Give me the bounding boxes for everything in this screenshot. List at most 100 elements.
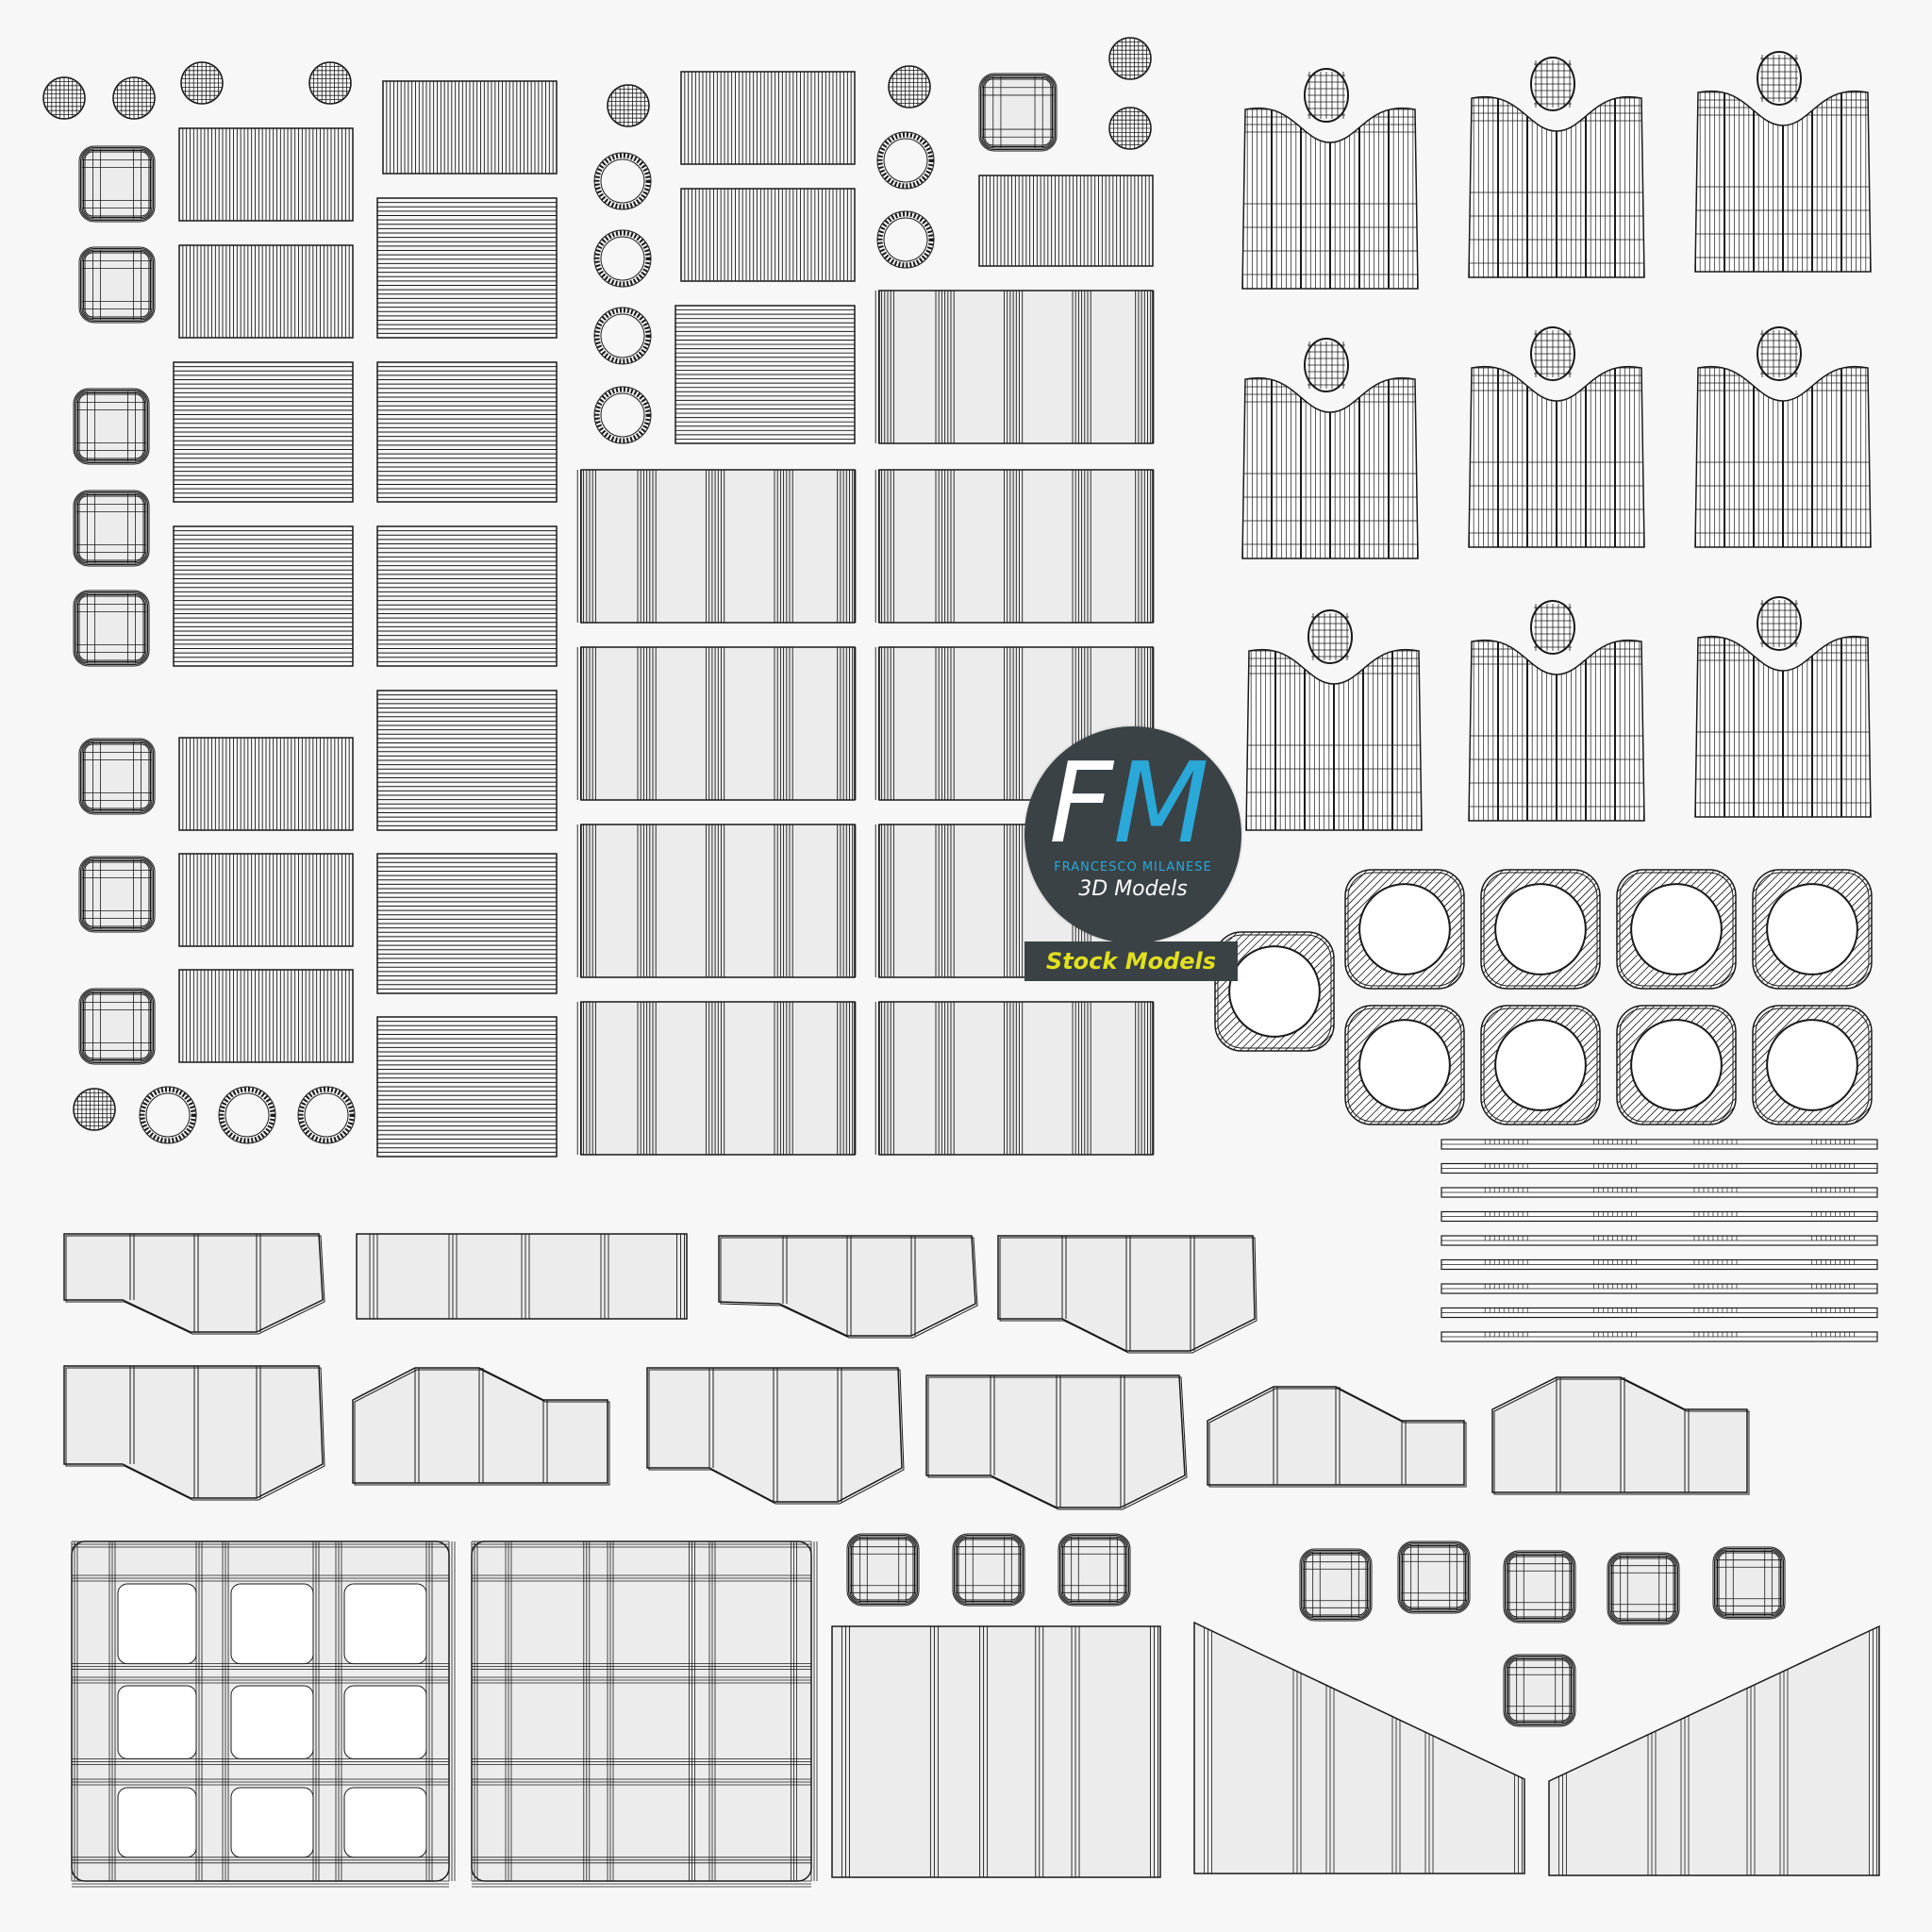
thin-strip-8 [1441, 1307, 1878, 1319]
logo-letter-f: F [1049, 738, 1113, 868]
stock-models-badge: Stock Models [1024, 941, 1238, 981]
thin-strip-2 [1441, 1162, 1878, 1174]
cloak-1 [1241, 68, 1419, 290]
sphere-5 [73, 1088, 116, 1131]
stripe-panel-v-7 [680, 71, 856, 165]
band-panel-a-3 [576, 824, 857, 978]
rounded-box-7 [78, 856, 156, 933]
stripe-panel-h-1 [173, 361, 354, 503]
stripe-panel-v-3 [178, 737, 354, 831]
rounded-box-1 [78, 145, 156, 223]
logo-subtitle: 3D Models [1078, 877, 1188, 901]
rounded-box-8 [78, 988, 156, 1065]
thin-strip-9 [1441, 1331, 1878, 1342]
cloak-3 [1694, 51, 1872, 273]
stripe-panel-v-6 [382, 80, 558, 175]
thin-strip-4 [1441, 1210, 1878, 1223]
hatched-ring-top-3 [1616, 869, 1737, 990]
bevel-panel-3 [997, 1235, 1257, 1354]
bevel-panel-9 [1491, 1376, 1750, 1495]
bevel-panel-4 [63, 1365, 325, 1501]
rounded-box-5 [73, 590, 150, 667]
ring-1 [139, 1086, 197, 1144]
sphere-3 [180, 61, 224, 105]
small-box-b-2 [1397, 1541, 1471, 1614]
stripe-panel-h-2 [173, 525, 354, 667]
cloak-5 [1468, 326, 1645, 548]
stripe-panel-h-7 [376, 853, 558, 994]
stripe-panel-v-1 [178, 127, 354, 222]
band-panel-a-4 [576, 1001, 857, 1156]
small-box-a-2 [952, 1533, 1025, 1607]
bevel-panel-6 [646, 1367, 905, 1505]
stripe-panel-h-4 [376, 361, 558, 503]
small-box-a-3 [1058, 1533, 1131, 1607]
hatched-ring-1 [1214, 931, 1335, 1052]
ring-6 [593, 307, 652, 365]
cloak-7 [1245, 609, 1423, 831]
rounded-box-4 [73, 490, 150, 567]
ring-5 [593, 229, 652, 288]
hatched-ring-top-1 [1344, 869, 1465, 990]
small-box-b-5 [1712, 1546, 1786, 1620]
thin-strip-3 [1441, 1187, 1878, 1198]
hatched-ring-top-4 [1752, 869, 1873, 990]
stripe-panel-v-4 [178, 853, 354, 947]
hatched-ring-top-2 [1480, 869, 1601, 990]
band-panel-b-2 [874, 469, 1155, 624]
cloak-9 [1694, 596, 1872, 818]
ring-9 [876, 210, 935, 269]
bevel-panel-7 [925, 1374, 1188, 1510]
stripe-panel-v-9 [978, 175, 1154, 267]
slant-panel-right [1548, 1624, 1880, 1876]
cloak-2 [1468, 57, 1645, 278]
thin-strip-6 [1441, 1258, 1878, 1271]
stripe-panel-h-9 [675, 305, 856, 444]
cloak-8 [1468, 600, 1645, 822]
thin-strip-1 [1441, 1139, 1878, 1150]
hatched-ring-bottom-1 [1344, 1005, 1465, 1125]
stripe-panel-h-5 [376, 525, 558, 667]
rounded-box-9 [978, 73, 1058, 152]
sphere-8 [1108, 37, 1152, 80]
sphere-7 [888, 65, 931, 108]
band-panel-b-1 [874, 290, 1155, 444]
sphere-2 [112, 76, 156, 120]
hatched-ring-bottom-2 [1480, 1005, 1601, 1125]
sphere-1 [42, 76, 86, 120]
large-band-panel [831, 1625, 1161, 1878]
band-panel-a-1 [576, 469, 857, 624]
stripe-panel-v-8 [680, 188, 856, 282]
thin-strip-7 [1441, 1283, 1878, 1294]
hatched-ring-bottom-4 [1752, 1005, 1873, 1125]
ring-2 [218, 1086, 276, 1144]
small-box-b-6 [1503, 1654, 1576, 1727]
sphere-9 [1108, 107, 1152, 150]
fm-logo-watermark: F M FRANCESCO MILANESE 3D Models [1024, 726, 1241, 943]
grid-block-open [71, 1541, 456, 1888]
logo-letter-m: M [1113, 738, 1209, 868]
sphere-4 [308, 61, 352, 105]
bevel-panel-2 [718, 1235, 978, 1339]
band-panel-b-5 [874, 1001, 1155, 1156]
cloak-6 [1694, 326, 1872, 548]
bevel-panel-8 [1207, 1386, 1467, 1488]
bevel-panel-5 [352, 1367, 610, 1486]
band-panel-a-2 [576, 646, 857, 801]
ring-7 [593, 386, 652, 444]
stripe-panel-v-2 [178, 244, 354, 339]
slant-panel-left [1193, 1621, 1525, 1874]
ring-3 [297, 1086, 356, 1144]
stripe-panel-h-3 [376, 197, 558, 339]
rounded-box-3 [73, 388, 150, 465]
thin-strip-5 [1441, 1235, 1878, 1246]
bevel-panel-1 [63, 1233, 325, 1335]
logo-author-name: FRANCESCO MILANESE [1054, 860, 1212, 874]
rounded-box-2 [78, 246, 156, 324]
grid-block-solid [471, 1541, 818, 1888]
sphere-6 [607, 84, 650, 127]
small-box-b-4 [1607, 1552, 1680, 1625]
small-box-a-1 [846, 1533, 920, 1607]
small-box-b-1 [1299, 1548, 1373, 1622]
